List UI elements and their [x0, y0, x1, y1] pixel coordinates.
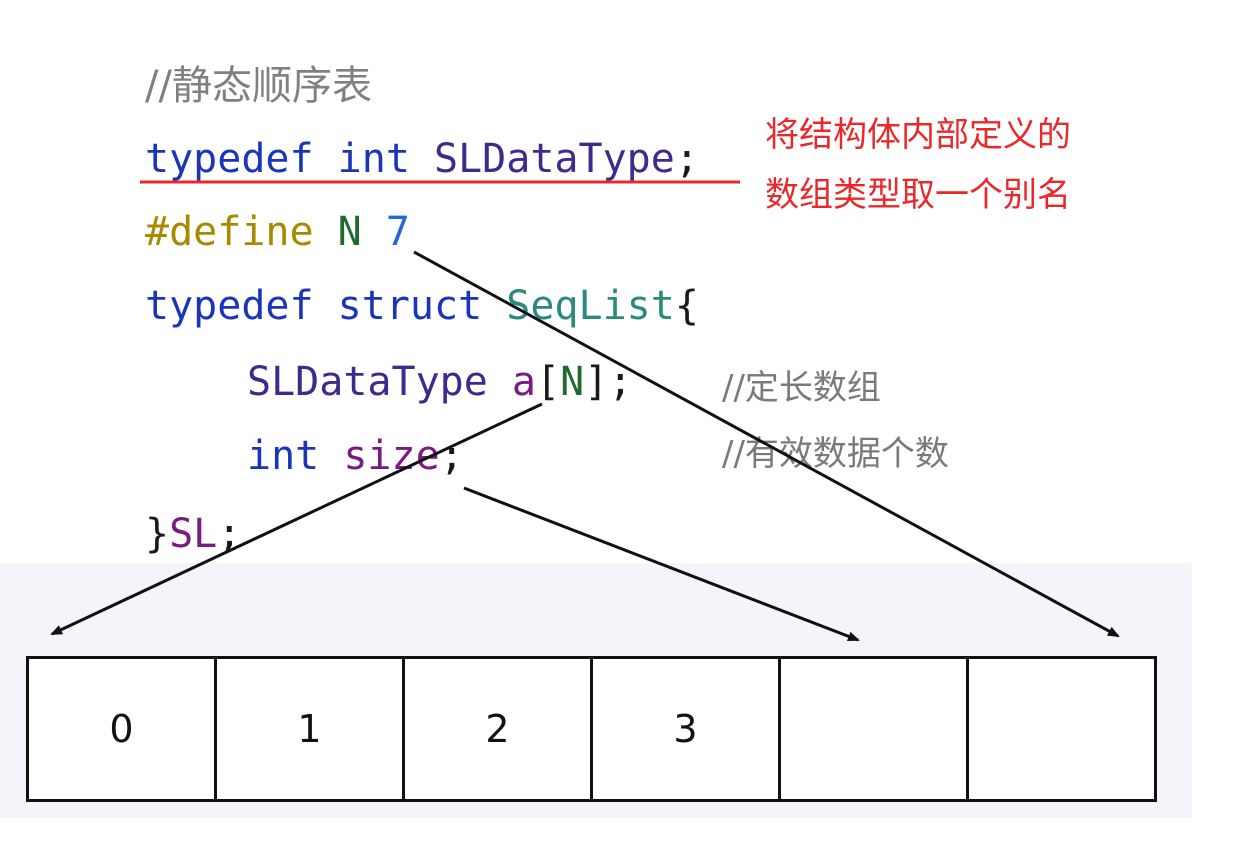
- array-diagram: 0 1 2 3: [26, 656, 1157, 802]
- annotation-line-2: 数组类型取一个别名: [765, 175, 1071, 215]
- struct-name: SeqList: [506, 283, 675, 329]
- bracket-index: N: [560, 359, 585, 405]
- array-cell-2: 2: [405, 659, 593, 799]
- array-cell-0: 0: [29, 659, 217, 799]
- array-cell-3: 3: [593, 659, 781, 799]
- code-line-define: #define N 7: [145, 208, 410, 256]
- define-directive: #define: [145, 209, 314, 255]
- type-sldatatype: SLDataType: [434, 136, 675, 182]
- close-brace: }: [145, 511, 170, 557]
- macro-name: N: [337, 209, 362, 255]
- code-line-typedef-int: typedef int SLDataType;: [145, 135, 699, 183]
- code-comment-title: //静态顺序表: [145, 63, 372, 109]
- member-size: size: [343, 433, 440, 479]
- code-line-size-member: int size;: [247, 432, 464, 480]
- code-line-struct: typedef struct SeqList{: [145, 282, 699, 330]
- array-cell-1: 1: [217, 659, 405, 799]
- member-a: a: [511, 359, 537, 405]
- arrow-a-to-array-start: [50, 402, 543, 636]
- code-line-array-member: SLDataType a[N];: [247, 358, 632, 406]
- annotation-line-1: 将结构体内部定义的: [765, 115, 1071, 155]
- keyword-int: int: [247, 433, 320, 479]
- comment-fixed-array: //定长数组: [722, 368, 881, 408]
- array-cell-4: [781, 659, 969, 799]
- semicolon: ;: [439, 433, 464, 479]
- macro-value: 7: [385, 209, 410, 255]
- arrow-n-to-last-cell: [413, 250, 1120, 638]
- open-brace: {: [674, 283, 699, 329]
- bracket-open: [: [536, 359, 561, 405]
- keyword-typedef-int: typedef int: [145, 136, 410, 182]
- typedef-alias-sl: SL: [169, 511, 218, 557]
- semicolon: ;: [674, 136, 699, 182]
- arrow-size-to-next-cell: [463, 486, 860, 642]
- member-type: SLDataType: [247, 359, 488, 405]
- keyword-typedef-struct: typedef struct: [145, 283, 483, 329]
